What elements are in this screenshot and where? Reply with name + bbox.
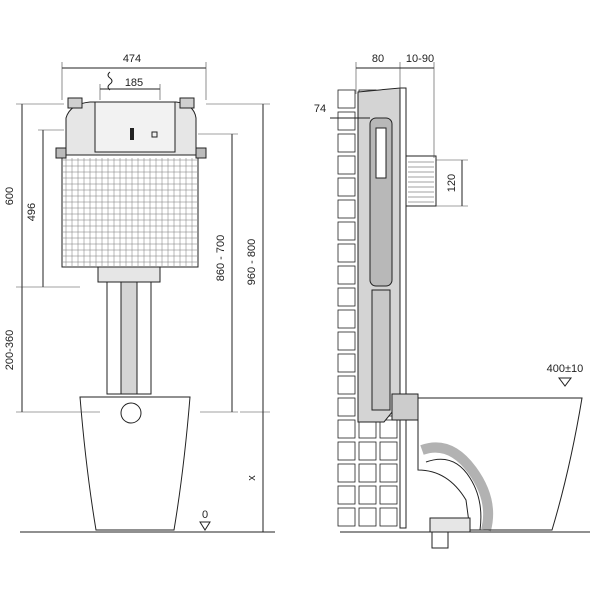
fill-valve (151, 131, 158, 138)
wall-block (337, 331, 356, 351)
dim-cistern-height: 496 (26, 203, 38, 221)
bowl-front (79, 396, 191, 531)
pipe-side (371, 289, 391, 411)
wall-block (337, 199, 356, 219)
wall-block (337, 155, 356, 175)
front-view: 474 185 600 496 200-360 860 - 700 960 - … (4, 53, 275, 533)
flush-connector (391, 393, 419, 421)
wall-block (337, 353, 356, 373)
outlet-hatch (408, 161, 434, 203)
dim-outlet-height: 120 (446, 174, 458, 192)
bowl-inlet (120, 402, 142, 424)
wall-block (358, 485, 377, 505)
wall-block (337, 419, 356, 439)
dim-frame-width: 474 (123, 53, 141, 65)
wall-block (379, 507, 398, 527)
cistern-body (61, 154, 199, 268)
dim-frame-depth: 80 (372, 53, 384, 65)
dim-frame-height: 960 - 800 (246, 239, 258, 285)
wall-block (337, 397, 356, 417)
wall-block (337, 89, 356, 109)
wall-block (337, 507, 356, 527)
wall-facing (399, 87, 407, 529)
wall-block (379, 441, 398, 461)
floor-marker-icon (558, 377, 572, 387)
wall-block (337, 177, 356, 197)
wall-block (379, 485, 398, 505)
dim-wall-gap: 10-90 (406, 53, 434, 65)
wall-block (337, 463, 356, 483)
flush-valve (130, 128, 134, 140)
wall-block (337, 441, 356, 461)
wall-block (337, 375, 356, 395)
wall-block (337, 133, 356, 153)
drain-pipe-edge (425, 458, 482, 531)
side-clip-right (195, 147, 207, 159)
side-view: 80 10-90 74 120 400±10 (314, 53, 590, 549)
cistern-outlet (97, 266, 161, 283)
outlet-box (405, 155, 437, 207)
wall-block (337, 221, 356, 241)
wall-block (337, 485, 356, 505)
wall-block (337, 265, 356, 285)
dim-bowl-height: 400±10 (547, 363, 584, 375)
drain-outlet (431, 531, 449, 549)
dim-leg-adjustment: 200-360 (4, 330, 16, 370)
wall-block (358, 507, 377, 527)
drain-pipe (420, 442, 494, 532)
side-clip-left (55, 147, 67, 159)
flush-pipe (120, 281, 138, 395)
wall-block (358, 463, 377, 483)
valve-housing (94, 101, 176, 153)
mount-bracket-left (67, 97, 83, 109)
wall-block (379, 463, 398, 483)
bowl-side (417, 397, 583, 531)
valve-side (375, 127, 387, 179)
dim-variable-height: x (246, 475, 258, 481)
wall-block (337, 309, 356, 329)
chain-pull-icon (107, 71, 113, 91)
drain-elbow (429, 517, 471, 533)
dim-flush-height: 860 - 700 (215, 235, 227, 281)
frame-leg-left (106, 281, 122, 395)
frame-leg-right (136, 281, 152, 395)
cistern-grid (63, 158, 197, 266)
mount-bracket-right (179, 97, 195, 109)
wall-block (379, 419, 398, 439)
wall-block (358, 419, 377, 439)
dim-pipe-offset: 74 (314, 103, 326, 115)
wall-block (337, 111, 356, 131)
wall-block (358, 441, 377, 461)
dim-floor-level: 0 (202, 509, 208, 521)
floor-marker-icon (199, 521, 211, 531)
dim-total-height: 600 (4, 187, 16, 205)
wall-block (337, 243, 356, 263)
wall-block (337, 287, 356, 307)
dim-flush-plate-width: 185 (125, 77, 143, 89)
